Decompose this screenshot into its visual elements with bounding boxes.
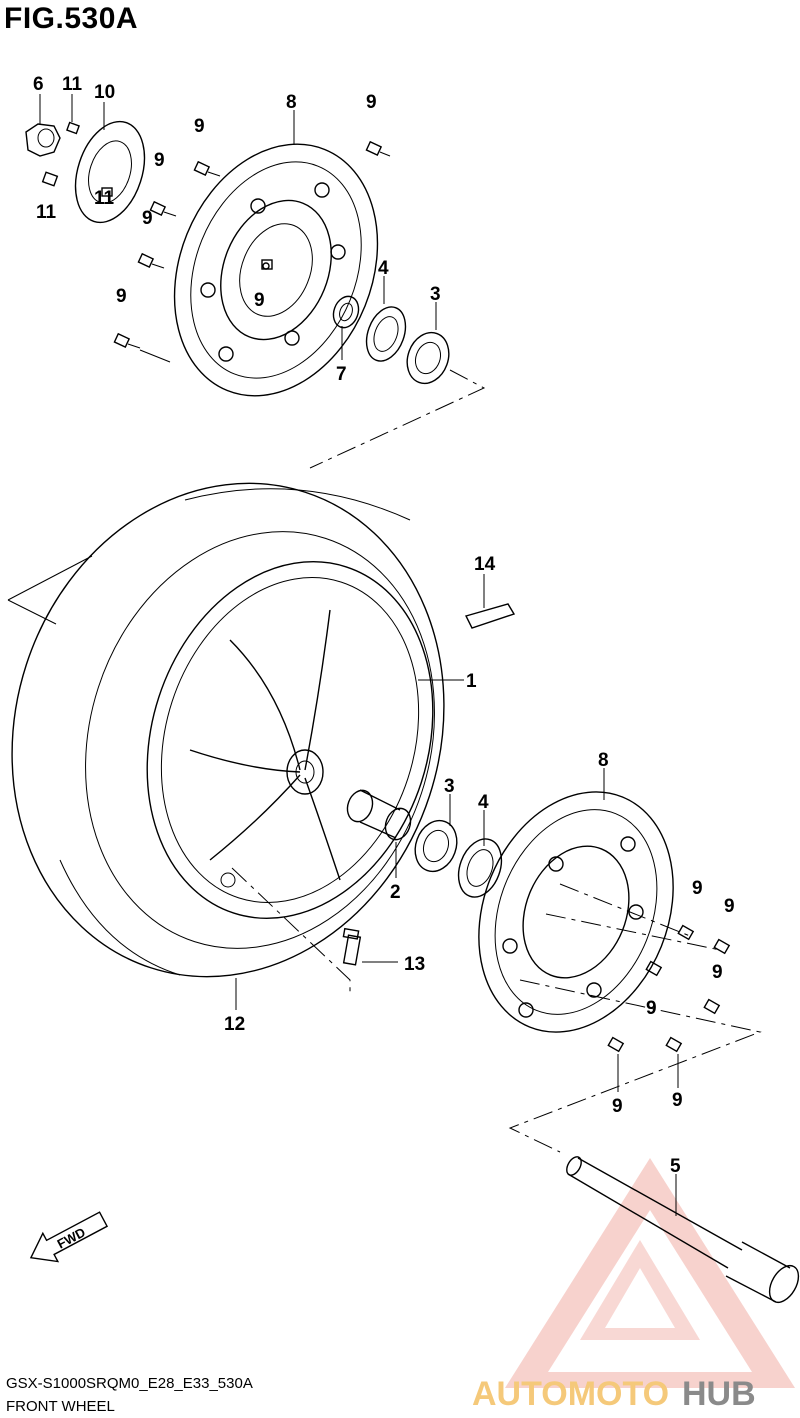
tire-part-12	[11, 482, 445, 978]
callout-12: 12	[224, 1014, 245, 1035]
bolt-part-9-f	[261, 259, 273, 270]
callout-5: 5	[670, 1156, 681, 1177]
callout-2: 2	[390, 882, 401, 903]
callout-6: 6	[33, 74, 44, 95]
bolt-part-9-c	[149, 200, 177, 217]
front-axle-part-5	[566, 1156, 800, 1304]
bolt-part-9-j	[703, 998, 721, 1015]
callout-9-l: 9	[672, 1090, 683, 1111]
callout-leaders	[39, 94, 679, 1216]
callout-9-h: 9	[724, 896, 735, 917]
callout-9-k: 9	[612, 1096, 623, 1117]
bolt-part-9-k	[607, 1036, 625, 1053]
callout-8-upper: 8	[286, 92, 297, 113]
forward-direction-arrow-icon: FWD	[29, 1211, 109, 1263]
section-name: FRONT WHEEL	[6, 1398, 115, 1415]
callout-4-upper: 4	[378, 258, 389, 279]
bolt-part-9-i	[645, 960, 663, 977]
callout-3-upper: 3	[430, 284, 441, 305]
bolt-part-11-lower	[41, 171, 59, 187]
callout-9-g: 9	[692, 878, 703, 899]
nut-part-6	[25, 123, 61, 157]
brake-disc-part-8-upper	[173, 143, 379, 397]
callout-11-left: 11	[36, 202, 57, 223]
bolt-part-9-g	[677, 924, 695, 941]
callout-13: 13	[404, 954, 425, 975]
callout-9-d: 9	[142, 208, 153, 229]
fwd-label: FWD	[55, 1224, 88, 1251]
callout-9-a: 9	[366, 92, 377, 113]
callout-8-lower: 8	[598, 750, 609, 771]
watermark-text-hub: HUB	[682, 1375, 756, 1413]
watermark-logo-text: AUTOMOTO HUB	[472, 1375, 756, 1413]
oil-seal-part-4-upper	[365, 306, 407, 362]
bolt-part-9-e	[113, 332, 141, 349]
spacer-part-2	[346, 789, 412, 841]
callout-14: 14	[474, 554, 496, 575]
sensor-rotor-part-10	[74, 120, 146, 224]
callout-9-e: 9	[116, 286, 127, 307]
bolt-part-9-b	[365, 140, 391, 157]
callout-1: 1	[466, 671, 477, 692]
bearing-part-3-upper	[406, 331, 450, 385]
bolt-part-9-d	[137, 252, 165, 269]
bolt-part-9-a	[193, 160, 221, 177]
oil-seal-part-4-lower	[457, 838, 503, 898]
callout-9-f: 9	[254, 290, 265, 311]
bolt-part-9-l	[665, 1036, 683, 1053]
callout-11-mid: 11	[94, 188, 115, 209]
callout-10: 10	[94, 82, 115, 103]
figure-title: FIG.530A	[4, 2, 139, 35]
wheel-part-1	[146, 561, 434, 919]
callout-7: 7	[336, 364, 347, 385]
callout-9-c: 9	[154, 150, 165, 171]
watermark-logo-graphic	[505, 1158, 795, 1388]
bolt-part-9-h	[713, 938, 731, 955]
callout-9-b: 9	[194, 116, 205, 137]
bolt-part-11-upper	[66, 121, 80, 135]
spacer-part-7	[332, 295, 360, 329]
callout-4-lower: 4	[478, 792, 489, 813]
callout-9-j: 9	[646, 998, 657, 1019]
callout-11-top: 11	[62, 74, 83, 95]
valve-part-13	[342, 927, 362, 966]
callout-3-lower: 3	[444, 776, 455, 797]
balance-weight-part-14	[464, 603, 516, 629]
brake-disc-part-8-lower	[478, 791, 674, 1033]
model-code: GSX-S1000SRQM0_E28_E33_530A	[6, 1375, 253, 1392]
callout-9-i: 9	[712, 962, 723, 983]
bearing-part-3-lower	[414, 819, 458, 873]
watermark-text-automoto: AUTOMOTO	[472, 1375, 669, 1413]
